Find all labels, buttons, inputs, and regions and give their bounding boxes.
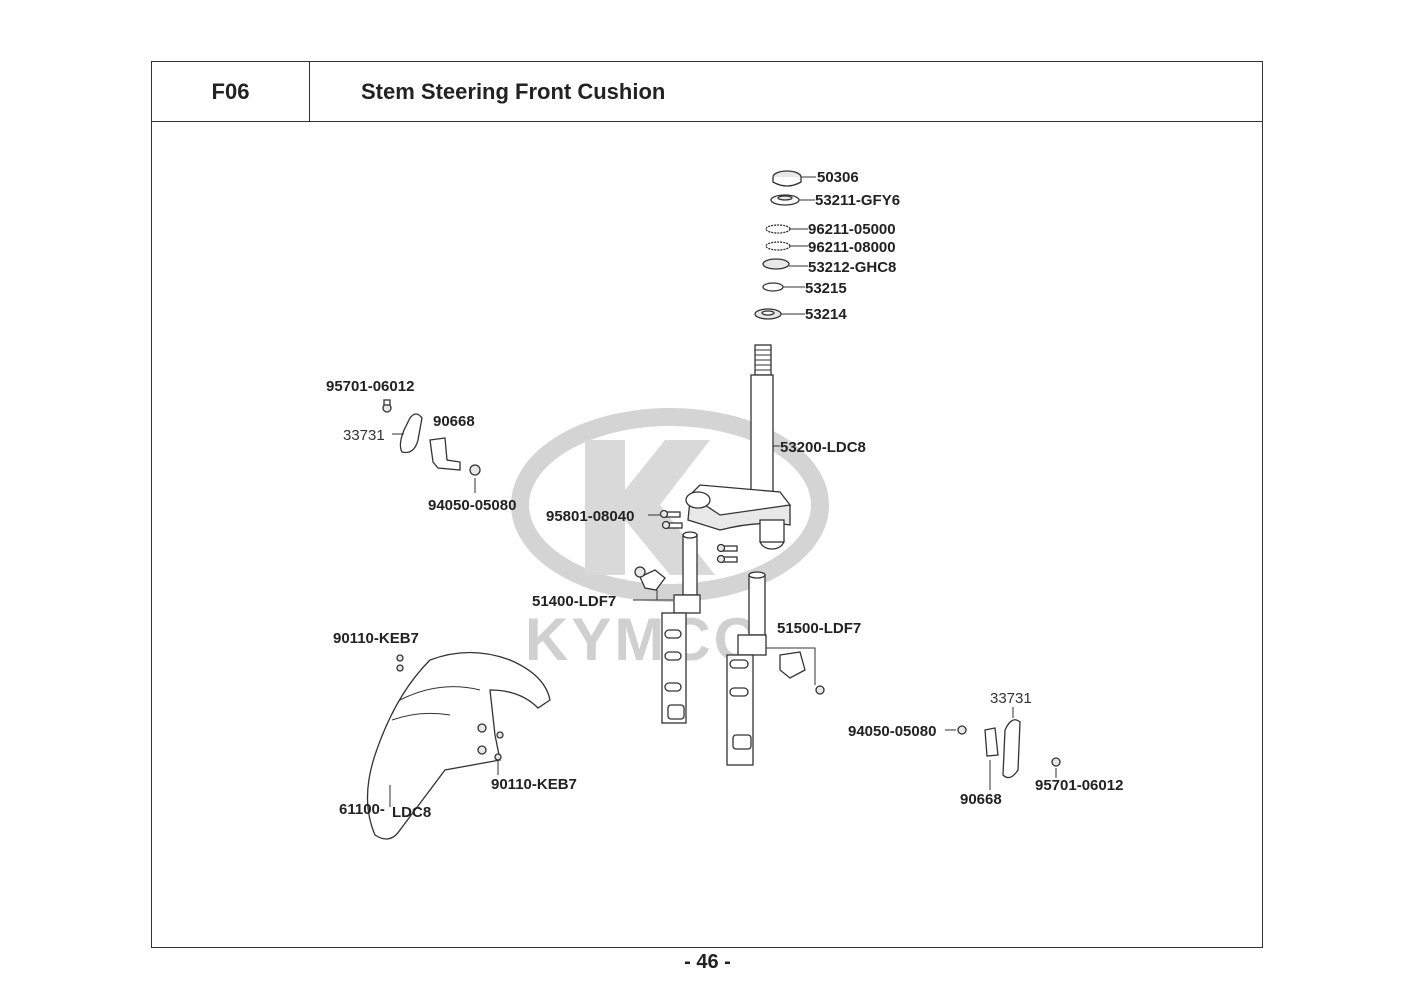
part-96211-08000-bearing — [765, 241, 808, 251]
kymco-watermark-logo: KYMCO — [511, 408, 829, 673]
label-53200: 53200-LDC8 — [780, 439, 866, 456]
label-95701-left: 95701-06012 — [326, 378, 414, 395]
part-53215-ring — [762, 282, 805, 292]
label-90668-right: 90668 — [960, 791, 1002, 808]
label-94050-left: 94050-05080 — [428, 497, 516, 514]
label-53214: 53214 — [805, 306, 847, 323]
label-96211-05000: 96211-05000 — [808, 221, 896, 238]
label-95801: 95801-08040 — [546, 508, 634, 525]
part-left-reflector-group — [382, 399, 481, 493]
page-number: - 46 - — [684, 951, 731, 973]
diagram-frame — [151, 121, 1263, 948]
label-90110-bottom: 90110-KEB7 — [491, 776, 577, 793]
label-50306: 50306 — [817, 169, 859, 186]
label-51500: 51500-LDF7 — [777, 620, 861, 637]
label-51400: 51400-LDF7 — [532, 593, 616, 610]
label-53211: 53211-GFY6 — [815, 192, 900, 209]
label-53212: 53212-GHC8 — [808, 259, 896, 276]
label-33731-right: 33731 — [990, 690, 1032, 707]
part-53211-nut — [770, 194, 815, 206]
label-95701-right: 95701-06012 — [1035, 777, 1123, 794]
watermark-text: KYMCO — [525, 606, 763, 673]
part-right-reflector-group — [945, 707, 1061, 790]
part-53200-steering-stem — [685, 344, 792, 550]
part-51400-left-fork — [633, 531, 701, 724]
part-95801-bolts — [648, 509, 738, 564]
label-96211-08000: 96211-08000 — [808, 239, 896, 256]
part-53214-race — [754, 308, 805, 320]
page-header: F06 Stem Steering Front Cushion — [151, 61, 1263, 122]
part-61100-front-fender — [366, 651, 551, 840]
part-53212-race — [762, 258, 808, 270]
section-code: F06 — [152, 62, 310, 122]
label-94050-right: 94050-05080 — [848, 723, 936, 740]
label-61100-part-b: LDC8 — [392, 804, 431, 821]
part-51500-right-fork — [726, 571, 825, 766]
label-61100-part-a: 61100- — [339, 801, 385, 818]
page-title: Stem Steering Front Cushion — [361, 79, 666, 104]
label-90668-left: 90668 — [433, 413, 475, 430]
label-90110-top: 90110-KEB7 — [333, 630, 419, 647]
part-96211-05000-bearing — [765, 224, 808, 234]
part-50306-locknut — [772, 170, 816, 187]
label-53215: 53215 — [805, 280, 847, 297]
label-33731-left: 33731 — [343, 427, 385, 444]
